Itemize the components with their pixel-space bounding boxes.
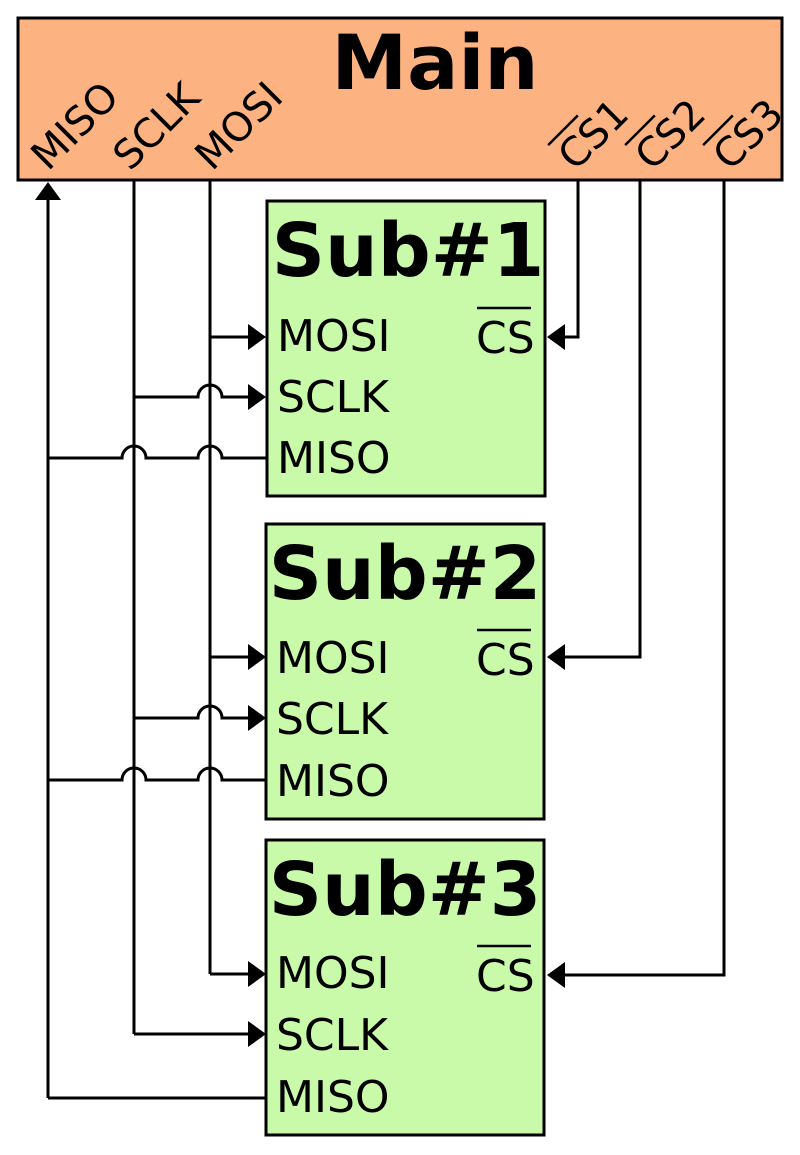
sub2-miso-wire [48,766,266,782]
sub1-block: Sub#1 MOSI SCLK MISO CS [265,199,547,498]
sub2-pin-miso: MISO [276,756,390,807]
sub3-mosi-arrow-icon [248,961,266,987]
cs2-overline [624,114,656,147]
cs1-overline [547,114,579,147]
main-block: Main MISO SCLK MOSI CS1 CS2 CS3 [16,16,793,182]
cs3-arrow-icon [547,962,565,988]
miso-arrow-icon [35,182,61,200]
main-title: Main [331,18,538,107]
sub1-miso-wire [48,444,266,460]
sub1-pin-sclk: SCLK [277,372,390,423]
sub1-pin-cs: CS [476,313,535,364]
mosi-bus [208,180,266,987]
sclk-bus [132,180,266,1047]
cs3-wire [562,180,726,977]
sub1-pin-miso: MISO [277,433,391,484]
cs2-wire [562,180,642,659]
sub2-sclk-wire [134,704,250,720]
sub1-mosi-arrow-icon [248,324,266,350]
main-box [16,16,784,182]
sub3-sclk-arrow-icon [248,1021,266,1047]
cs-lines [547,180,726,988]
sub1-box [265,199,547,498]
sub3-block: Sub#3 MOSI SCLK MISO CS [264,838,546,1137]
sub2-pin-mosi: MOSI [276,633,390,684]
sub2-mosi-arrow-icon [248,644,266,670]
sub3-pin-cs: CS [476,951,535,1002]
sub3-title: Sub#3 [269,847,541,933]
sub1-title: Sub#1 [272,208,544,294]
sub2-block: Sub#2 MOSI SCLK MISO CS [264,522,546,821]
sub3-pin-mosi: MOSI [276,948,390,999]
cs1-arrow-icon [547,324,565,350]
cs2-arrow-icon [547,644,565,670]
sub3-pin-miso: MISO [276,1072,390,1123]
sub2-pin-cs: CS [476,635,535,686]
sub1-sclk-arrow-icon [248,384,266,410]
cs3-overline [702,114,734,147]
miso-bus [35,182,266,1100]
sub3-pin-sclk: SCLK [276,1010,389,1061]
sub2-title: Sub#2 [269,531,541,617]
sub1-sclk-wire [134,383,250,399]
sub2-sclk-arrow-icon [248,705,266,731]
sub2-pin-sclk: SCLK [276,694,389,745]
sub3-box [264,838,546,1137]
cs1-wire [562,180,580,339]
sub1-pin-mosi: MOSI [277,311,391,362]
sub2-box [264,522,546,821]
